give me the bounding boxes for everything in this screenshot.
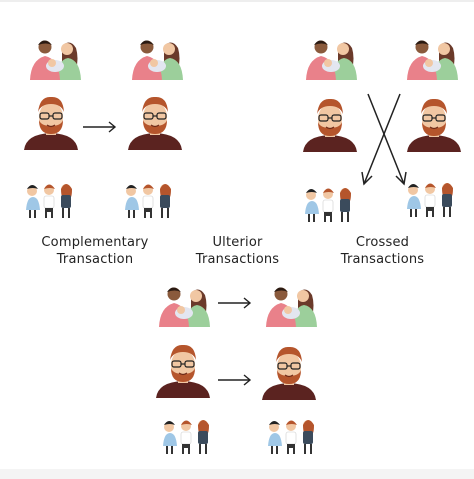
- child-icon: [24, 182, 74, 220]
- adult-icon: [128, 96, 182, 150]
- caption-complementary: Complementary Transaction: [41, 235, 149, 267]
- child-icon: [266, 418, 316, 456]
- parent-icon: [130, 36, 185, 81]
- bottom-border: [0, 469, 474, 479]
- parent-icon: [304, 36, 359, 81]
- child-icon: [405, 181, 455, 219]
- caption-crossed: Crossed Transactions: [340, 235, 425, 267]
- parent-icon: [405, 36, 460, 81]
- parent-icon: [157, 283, 212, 328]
- adult-icon: [156, 344, 210, 398]
- adult-icon: [303, 98, 357, 152]
- arrow-right-icon: [218, 297, 252, 309]
- child-icon: [161, 418, 211, 456]
- adult-icon: [262, 346, 316, 400]
- arrow-right-icon: [218, 374, 252, 386]
- child-icon: [303, 186, 353, 224]
- arrow-right-icon: [83, 121, 117, 133]
- caption-ulterior: Ulterior Transactions: [195, 235, 280, 267]
- parent-icon: [264, 283, 319, 328]
- crossed-arrows-icon: [361, 93, 407, 186]
- top-border: [0, 0, 474, 2]
- child-icon: [123, 182, 173, 220]
- adult-icon: [407, 98, 461, 152]
- adult-icon: [24, 96, 78, 150]
- parent-icon: [28, 36, 83, 81]
